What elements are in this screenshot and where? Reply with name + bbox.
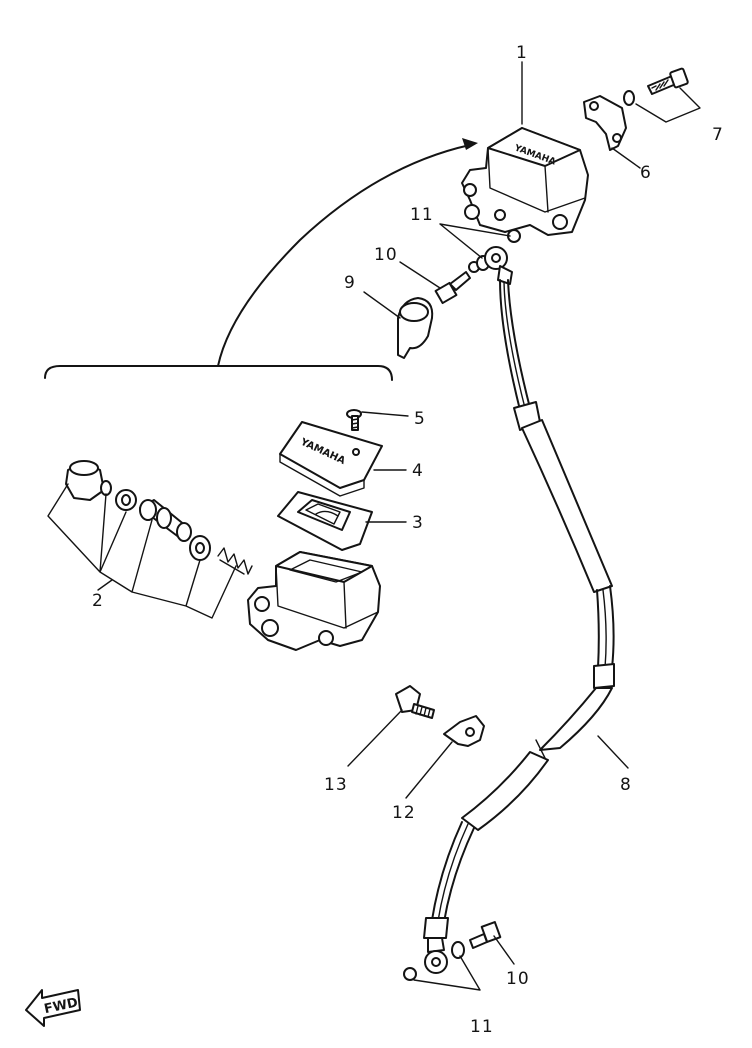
callout-1: 1	[516, 43, 528, 63]
callout-11-top: 11	[410, 205, 434, 225]
hose-clamp-12	[443, 715, 485, 747]
callout-8: 8	[620, 775, 632, 795]
callout-labels: 1 2 3 4 5 6 7 8 9 10 10 11 11 12 13	[92, 43, 724, 1037]
callout-9: 9	[344, 273, 356, 293]
master-cylinder-body	[247, 551, 381, 651]
callout-10-bottom: 10	[506, 969, 530, 989]
callout-12: 12	[392, 803, 416, 823]
fwd-label: FWD	[43, 995, 80, 1017]
bolt-7	[623, 67, 689, 106]
diaphragm-plate-3	[277, 491, 373, 551]
callout-5: 5	[414, 409, 426, 429]
screw-5	[346, 409, 362, 431]
union-bolt-10-bottom	[469, 921, 502, 949]
brake-hose-8	[423, 246, 615, 974]
washers-11-bottom	[403, 941, 465, 981]
callout-11-bottom: 11	[470, 1017, 494, 1037]
piston-kit-2	[65, 460, 253, 575]
holder-clamp	[583, 95, 627, 151]
callout-3: 3	[412, 513, 424, 533]
detail-bracket	[44, 138, 478, 381]
bolt-13	[395, 685, 435, 719]
callout-13: 13	[324, 775, 348, 795]
leader-lines	[47, 61, 701, 991]
callout-6: 6	[640, 163, 652, 183]
callout-7: 7	[712, 125, 724, 145]
callout-4: 4	[412, 461, 424, 481]
master-cylinder-assembly: YAMAHA	[461, 127, 589, 236]
cover-cap-9	[397, 297, 434, 359]
callout-2: 2	[92, 591, 104, 611]
reservoir-cover-4: YAMAHA	[279, 421, 383, 497]
callout-10-top: 10	[374, 245, 398, 265]
fwd-arrow-icon: FWD	[25, 989, 81, 1027]
union-bolt-10-top	[434, 261, 480, 305]
